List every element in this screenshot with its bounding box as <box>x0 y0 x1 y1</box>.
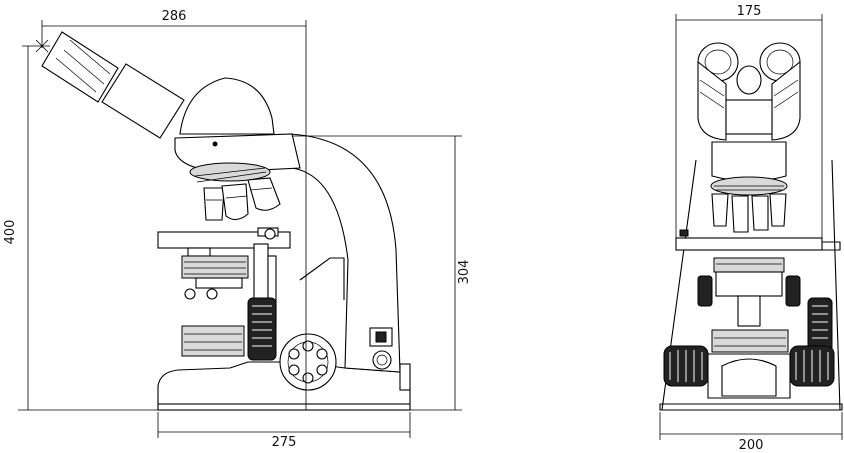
front-head-center <box>725 99 773 135</box>
side-head-housing <box>174 133 301 173</box>
side-power-switch-rocker <box>375 331 387 343</box>
side-stage-knob <box>247 297 277 361</box>
side-field-lens <box>181 325 245 357</box>
side-stage-knob-grip <box>252 305 272 347</box>
side-eyepiece <box>41 31 119 103</box>
side-focus-hole-1 <box>302 340 314 352</box>
side-field-lens-knurl <box>184 333 242 351</box>
front-tube-right <box>771 60 801 141</box>
dim-label-286: 286 <box>162 9 187 24</box>
side-focus-hole-5 <box>288 364 300 376</box>
side-stage-holder <box>187 247 211 257</box>
side-tube <box>101 63 185 139</box>
front-eyepiece-left-lens <box>704 49 732 75</box>
side-focus-hole-3 <box>316 364 328 376</box>
side-nosepiece-knurl <box>194 167 267 183</box>
side-objective-3 <box>247 177 281 211</box>
front-condenser-post <box>737 295 761 327</box>
front-focus-knob-right-grip <box>795 350 829 382</box>
side-objective-1 <box>203 187 225 221</box>
front-condenser <box>713 257 785 273</box>
side-head-dome <box>179 77 275 135</box>
side-stage-clip-knob <box>264 228 276 240</box>
front-stage-right-arm <box>822 241 841 251</box>
front-tube-rings <box>699 79 799 109</box>
side-centering-screw-1 <box>184 288 196 300</box>
side-dimmer-knob-inner <box>376 354 388 366</box>
front-objective-1 <box>711 193 729 227</box>
dim-label-304: 304 <box>457 260 472 285</box>
side-arm-bracket <box>299 257 345 300</box>
front-objective-3 <box>751 195 769 231</box>
front-field-lens-knurl <box>714 337 786 347</box>
front-objective-4 <box>769 193 787 227</box>
front-prism-center <box>736 65 762 95</box>
side-condenser-base <box>195 277 243 289</box>
side-centering-screw-2 <box>206 288 218 300</box>
dim-label-400: 400 <box>3 220 18 245</box>
side-head-screw <box>212 141 218 147</box>
front-stage <box>675 237 823 251</box>
side-rear-cover <box>399 363 411 391</box>
side-condenser-knurl <box>184 261 246 275</box>
front-stage-knob-grip <box>812 305 828 347</box>
front-nosepiece-knurl <box>714 185 784 191</box>
front-dimensions: 175 200 <box>659 4 843 453</box>
dim-label-175: 175 <box>737 4 762 19</box>
front-head-housing <box>711 141 787 182</box>
side-condenser <box>181 255 249 279</box>
front-eyepiece-right-lens <box>766 49 794 75</box>
dim-label-200: 200 <box>739 438 764 453</box>
front-stage-clip <box>679 229 689 237</box>
side-focus-hole-4 <box>302 372 314 384</box>
front-focus-knob-left-grip <box>669 350 703 382</box>
side-eyepiece-rings <box>55 39 111 93</box>
side-dimmer-knob <box>372 350 392 370</box>
front-stage-knob-left <box>697 275 713 307</box>
dim-label-275: 275 <box>272 435 297 450</box>
side-dimensions: 286 400 304 275 <box>3 9 472 450</box>
front-tube-left <box>697 60 727 141</box>
front-objective-2 <box>731 195 749 233</box>
front-lamp-housing <box>721 358 777 397</box>
front-stage-knob-right <box>785 275 801 307</box>
side-focus-hole-6 <box>288 348 300 360</box>
side-objective-bands <box>206 187 273 201</box>
front-condenser-body <box>715 271 783 297</box>
side-base-foot <box>157 403 411 411</box>
front-view <box>659 42 843 411</box>
side-objective-2 <box>221 183 249 221</box>
side-focus-hole-2 <box>316 348 328 360</box>
side-view <box>41 31 411 411</box>
front-base-plate <box>659 403 843 411</box>
front-field-lens <box>711 329 789 353</box>
